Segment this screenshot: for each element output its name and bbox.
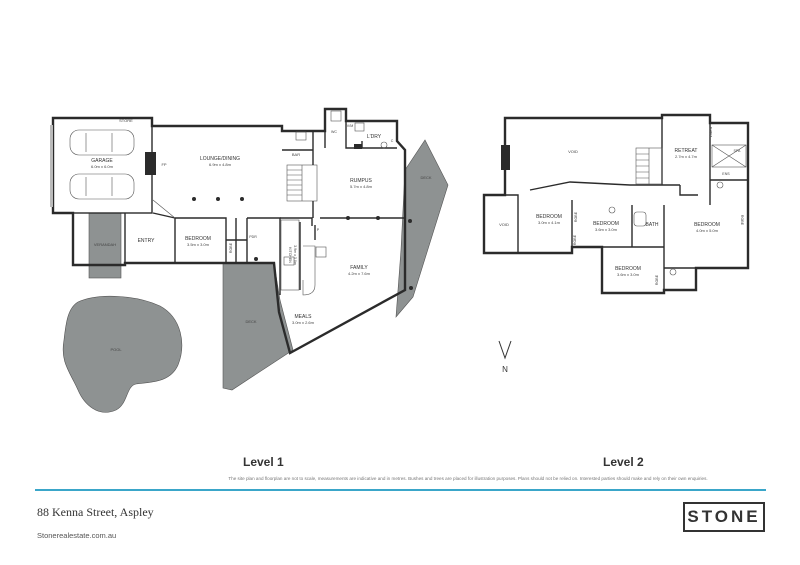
pool-shape (62, 295, 183, 413)
car-icon (69, 129, 135, 156)
ldry-label: L'DRY (367, 134, 382, 140)
bed2-label: BEDROOM (593, 221, 619, 227)
fp-label: FP (161, 162, 166, 167)
bed4-label: BEDROOM (615, 266, 641, 272)
lounge-label: LOUNGE/DINING (200, 156, 240, 162)
stone-logo: STONE (683, 502, 765, 532)
level1-outer-wall (51, 107, 407, 355)
level1-plan: STORE GARAGE 6.0m x 6.0m FP LOUNGE/DININ… (50, 107, 449, 413)
footer-divider (35, 489, 766, 491)
meals-dim: 3.0m x 2.6m (292, 320, 315, 325)
p-label: P (317, 228, 320, 232)
garage-door (50, 125, 53, 207)
disclaimer-text: The site plan and floorplan are not to s… (228, 476, 708, 481)
bed1-label: BEDROOM (536, 214, 562, 220)
bar-label: BAR (292, 152, 300, 157)
bed3-label: BEDROOM (694, 222, 720, 228)
wc-label: WC (331, 130, 337, 134)
fireplace (145, 152, 156, 175)
kitchen-dim: 3.9m x 3.0m (293, 245, 297, 265)
level2-title: Level 2 (603, 455, 644, 469)
chimney (501, 145, 510, 170)
void-left-label: VOID (499, 222, 509, 227)
sink-icon (283, 256, 295, 266)
verandah-label: VERANDAH (94, 242, 116, 247)
ens-label: ENS (722, 172, 730, 176)
stairs (286, 164, 318, 202)
robe-label: ROBE (229, 242, 233, 253)
robe1-label: ROBE (573, 234, 577, 245)
website-link[interactable]: Stonerealestate.com.au (37, 531, 117, 540)
spa-label: SPA (734, 149, 742, 153)
robe4-label: ROBE (655, 274, 659, 285)
store-label: STORE (119, 118, 133, 123)
compass-icon: N (498, 340, 512, 374)
bed3-dim: 4.0m x 5.0m (696, 228, 719, 233)
property-address: 88 Kenna Street, Aspley (37, 505, 154, 519)
retreat-label: RETREAT (675, 148, 698, 154)
bed4-dim: 3.6m x 3.0m (617, 272, 640, 277)
compass-label: N (502, 365, 508, 374)
bedroom-dim: 3.5m x 3.0m (187, 242, 210, 247)
verandah-area (88, 212, 122, 279)
deck-right-label: DECK (420, 175, 431, 180)
family-dim: 4.2m x 7.6m (348, 271, 371, 276)
stairs (635, 147, 663, 185)
level1-title: Level 1 (243, 455, 284, 469)
rumpus-dim: 5.7m x 4.8m (350, 184, 373, 189)
vm-label: V/M (347, 124, 353, 128)
bath-tub (633, 211, 647, 227)
entry-label: ENTRY (138, 238, 156, 244)
deck-left-label: DECK (245, 319, 256, 324)
lounge-dim: 6.9m x 4.8m (209, 162, 232, 167)
rumpus-label: RUMPUS (350, 178, 372, 184)
pool-label: POOL (110, 347, 122, 352)
c-label: C (391, 139, 394, 143)
ldry-tub (354, 122, 365, 132)
robe2-label: ROBE (574, 211, 578, 222)
cooktop-icon (315, 246, 327, 258)
kitchen-label: KITCHEN (288, 247, 292, 263)
bed2-dim: 3.6m x 3.0m (595, 227, 618, 232)
garage-dim: 6.0m x 6.0m (91, 164, 114, 169)
deck-right-area (395, 139, 449, 318)
spa-icon (711, 144, 747, 168)
level2-plan: VOID VOID LINEN RETREAT 2.7m x 4.7m SPA … (482, 113, 750, 295)
bath-label: BATH (646, 222, 659, 228)
bed1-dim: 3.0m x 4.1m (538, 220, 561, 225)
robe3-label: ROBE (740, 215, 744, 226)
car-icon (69, 173, 135, 200)
void-main-label: VOID (568, 149, 578, 154)
family-label: FAMILY (350, 265, 368, 271)
meals-label: MEALS (295, 314, 313, 320)
bedroom-label: BEDROOM (185, 236, 211, 242)
linen-label: LINEN (709, 126, 713, 137)
retreat-dim: 2.7m x 4.7m (675, 154, 698, 159)
pdr-label: PDR (249, 235, 257, 239)
garage-label: GARAGE (91, 158, 113, 164)
